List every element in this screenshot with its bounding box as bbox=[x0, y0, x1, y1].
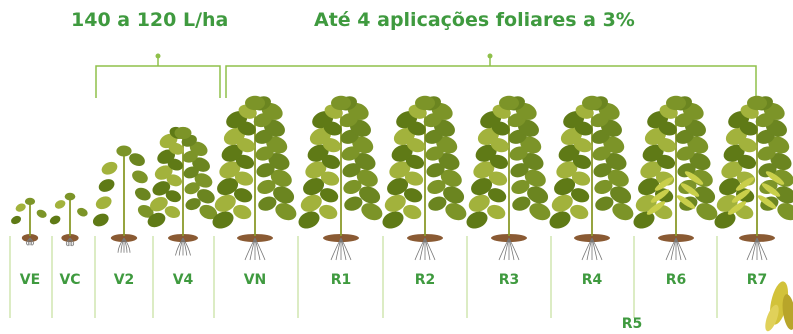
stage-label-r3: R3 bbox=[498, 272, 520, 288]
stage-label-r4: R4 bbox=[581, 272, 603, 288]
stage-label-r7: R7 bbox=[746, 272, 768, 288]
plant-vn bbox=[212, 95, 297, 261]
pod-cluster-image bbox=[765, 281, 793, 332]
plant-v4 bbox=[147, 126, 218, 256]
stage-label-r6: R6 bbox=[665, 272, 687, 288]
bracket-right-dot bbox=[487, 53, 493, 59]
stage-label-r5: R5 bbox=[621, 316, 643, 332]
plant-r4 bbox=[549, 95, 634, 261]
plants bbox=[11, 95, 793, 261]
plant-r7 bbox=[714, 95, 793, 261]
stage-dividers bbox=[9, 236, 718, 318]
heading-application-volume: 140 a 120 L/ha bbox=[71, 9, 229, 31]
stage-label-r1: R1 bbox=[330, 272, 352, 288]
stage-label-ve: VE bbox=[19, 272, 41, 288]
bracket-left bbox=[95, 56, 221, 98]
heading-foliar-applications: Até 4 aplicações foliares a 3% bbox=[314, 9, 635, 31]
plant-r3 bbox=[466, 95, 551, 261]
stage-label-vn: VN bbox=[243, 272, 267, 288]
stage-label-v4: V4 bbox=[172, 272, 194, 288]
plant-v2 bbox=[92, 145, 154, 253]
plant-r2 bbox=[382, 95, 467, 261]
plant-vc bbox=[49, 192, 88, 247]
stage-label-r2: R2 bbox=[414, 272, 436, 288]
plant-r6 bbox=[633, 95, 718, 261]
bracket-right bbox=[225, 56, 757, 98]
plant-r1 bbox=[298, 95, 383, 261]
bracket-left-dot bbox=[155, 53, 161, 59]
plant-ve bbox=[11, 197, 47, 246]
stage-label-vc: VC bbox=[59, 272, 81, 288]
stage-label-v2: V2 bbox=[113, 272, 135, 288]
